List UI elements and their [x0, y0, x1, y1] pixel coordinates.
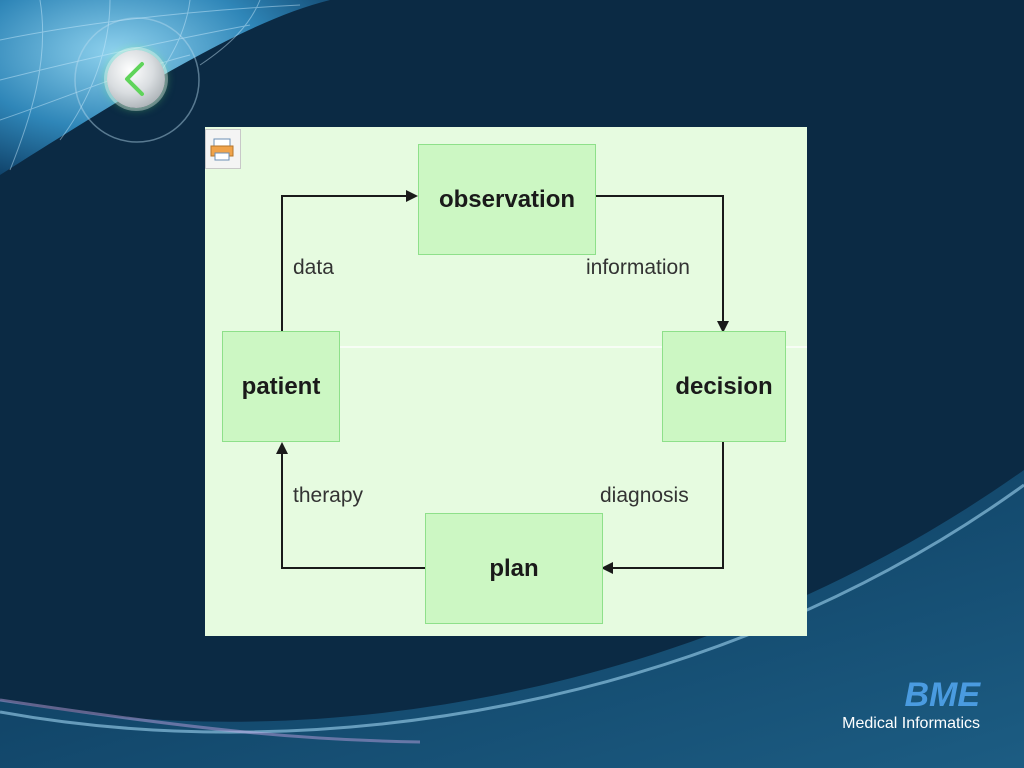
print-icon-glyph: [210, 138, 234, 161]
edge-data: [281, 190, 418, 331]
chevron-left-icon: [125, 62, 144, 96]
edge-label-data: data: [293, 256, 334, 279]
diagram-panel: observation decision plan patient data i…: [205, 127, 807, 636]
brand-subtitle: Medical Informatics: [842, 715, 980, 732]
node-decision-label: decision: [675, 372, 773, 400]
brand: BME Medical Informatics: [842, 676, 980, 734]
node-patient: patient: [222, 331, 340, 442]
node-plan-label: plan: [489, 554, 539, 582]
edge-label-diagnosis: diagnosis: [600, 484, 689, 507]
node-patient-label: patient: [241, 372, 321, 400]
edge-diagnosis: [601, 442, 724, 574]
node-decision: decision: [662, 331, 786, 442]
node-plan: plan: [425, 513, 603, 624]
edge-information: [596, 195, 729, 333]
back-button[interactable]: [107, 50, 165, 108]
node-observation: observation: [418, 144, 596, 255]
edge-label-therapy: therapy: [293, 484, 364, 507]
print-icon[interactable]: [205, 129, 241, 169]
edge-therapy: [276, 442, 425, 569]
node-observation-label: observation: [438, 185, 576, 213]
edge-label-information: information: [586, 256, 690, 279]
brand-title: BME: [904, 676, 980, 714]
